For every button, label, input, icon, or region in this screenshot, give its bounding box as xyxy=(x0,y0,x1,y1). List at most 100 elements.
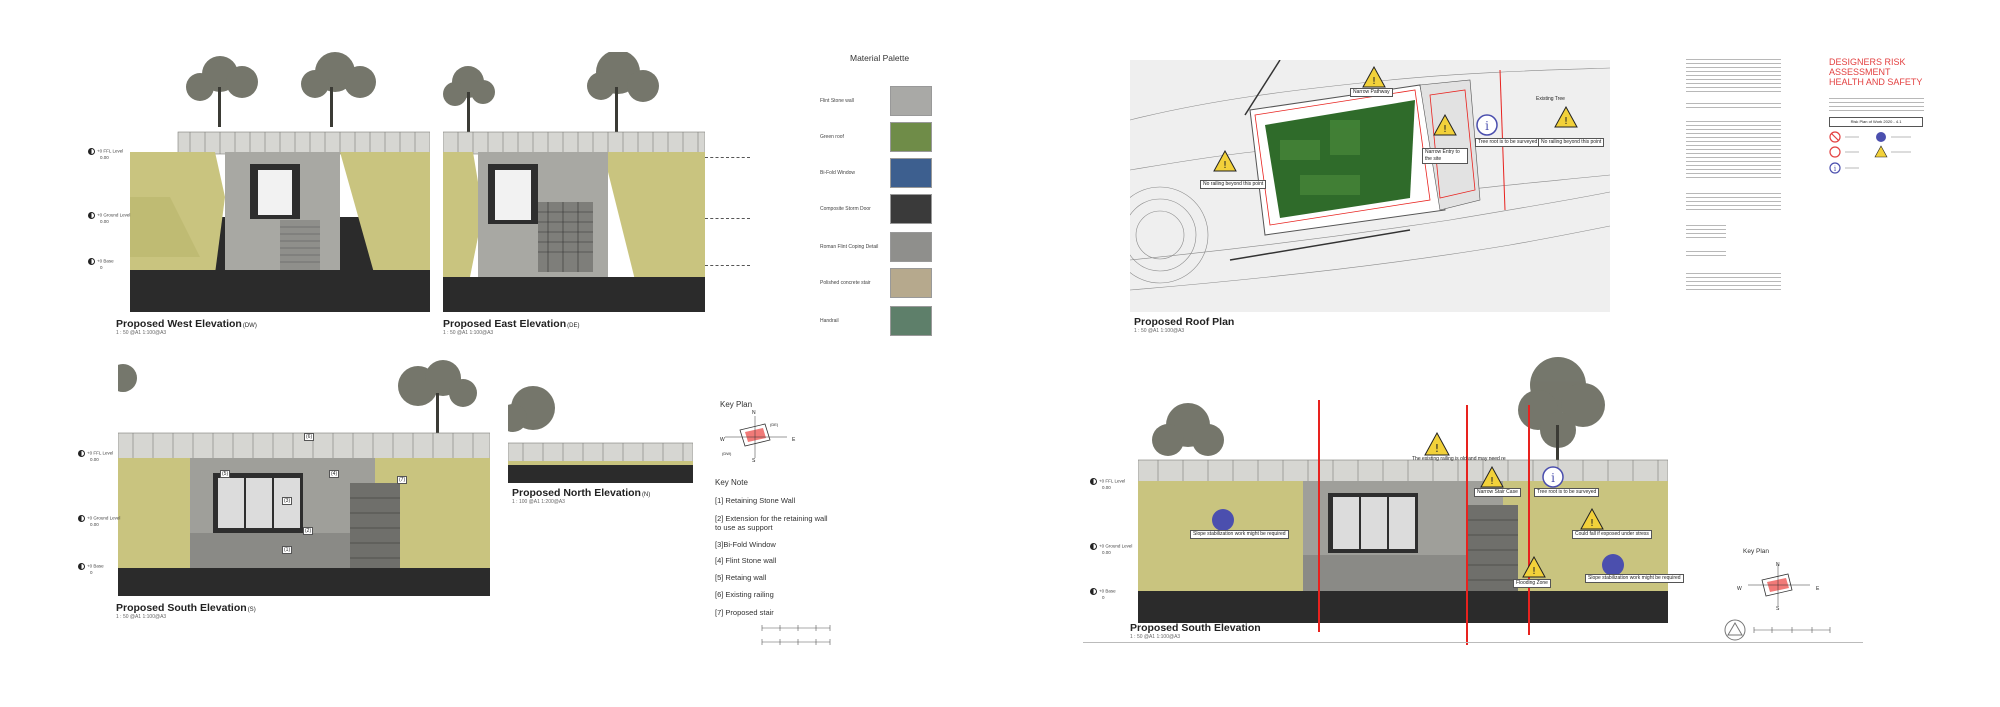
south-elevation-drawing xyxy=(118,358,490,596)
roof-label-existing-tree: Existing Tree xyxy=(1536,96,1565,102)
hs-legend-icons: i xyxy=(1829,131,1911,174)
key-note-item: [2] Extension for the retaining wall to … xyxy=(715,514,828,532)
material-palette-item: Flint Stone wall xyxy=(820,86,940,120)
east-level-lines-3 xyxy=(705,265,750,266)
elev-label-slope-2: Slope stabilization work might be requir… xyxy=(1585,574,1684,583)
level-label: +0 Base xyxy=(1099,588,1116,594)
north-elevation-scale: 1 : 100 @A1 1:200@A3 xyxy=(512,499,565,505)
level-value: 0.00 xyxy=(90,522,99,527)
key-note-item: [4] Flint Stone wall xyxy=(715,556,777,565)
level-value: 0.00 xyxy=(1102,485,1111,490)
level-label: +0 FFL Level xyxy=(87,450,114,456)
roof-warning-icon-3: ! xyxy=(1433,114,1457,136)
elev-label-stair: Narrow Stair Case xyxy=(1474,488,1521,497)
callout-3: (3) xyxy=(282,497,293,505)
material-palette-label: Flint Stone wall xyxy=(820,98,854,104)
material-palette-label: Bi-Fold Window xyxy=(820,170,856,176)
level-value: 0 xyxy=(1102,595,1105,600)
elev-label-tree-root: Tree root is to be surveyed xyxy=(1534,488,1600,497)
callout-2: (2) xyxy=(303,527,314,535)
svg-text:!: ! xyxy=(1490,476,1494,487)
left-key-plan-s: S xyxy=(752,458,756,464)
svg-text:!: ! xyxy=(1443,124,1447,135)
level-value: 0 xyxy=(90,570,93,575)
callout-1: (1) xyxy=(282,546,293,554)
right-south-elevation-drawing xyxy=(1138,345,1668,623)
level-target-icon xyxy=(78,515,85,522)
elev-label-railing: The existing railing is old and may need… xyxy=(1412,456,1506,462)
left-scale-bars xyxy=(761,625,831,645)
level-target-icon xyxy=(1090,588,1097,595)
material-palette-label: Composite Storm Door xyxy=(820,206,871,212)
material-palette-swatch xyxy=(890,158,932,188)
hs-title: DESIGNERS RISK ASSESSMENT HEALTH AND SAF… xyxy=(1829,57,1923,87)
material-palette-swatch xyxy=(890,86,932,116)
level-value: 0 xyxy=(100,265,103,270)
south-elevation-caption: Proposed South Elevation(S) 1 : 50 @A1 1… xyxy=(116,602,256,620)
roof-warning-icon-1: ! xyxy=(1362,66,1386,88)
material-palette-item: Green roof xyxy=(820,122,940,156)
key-note-item: [7] Proposed stair xyxy=(715,608,774,617)
right-key-plan-w: W xyxy=(1737,586,1742,592)
key-note-item: [1] Retaining Stone Wall xyxy=(715,496,796,505)
level-label: +0 Base xyxy=(97,258,114,264)
right-south-elevation-title: Proposed South Elevation xyxy=(1130,622,1261,634)
callout-6: (6) xyxy=(304,433,315,441)
level-label: +0 Ground Level xyxy=(87,515,121,521)
west-elevation-scale: 1 : 50 @A1 1:100@A3 xyxy=(116,330,167,336)
west-elevation-caption: Proposed West Elevation(DW) 1 : 50 @A1 1… xyxy=(116,318,257,336)
right-key-plan-n: N xyxy=(1776,562,1780,568)
right-south-elevation-scale: 1 : 50 @A1 1:100@A3 xyxy=(1130,634,1181,640)
level-target-icon xyxy=(1090,543,1097,550)
hs-legend-header: Risk Plan of Work 2020 - 4.1 xyxy=(1829,117,1923,127)
right-key-plan-s: S xyxy=(1776,606,1780,612)
logo-stamp-icon xyxy=(1724,619,1746,641)
west-elevation-title: Proposed West Elevation(DW) xyxy=(116,318,257,330)
elev-label-slope-1: Slope stabilization work might be requir… xyxy=(1190,530,1289,539)
left-key-plan-dw: (DW) xyxy=(722,451,732,456)
svg-text:!: ! xyxy=(1532,566,1536,577)
left-key-plan-diagram xyxy=(725,416,787,458)
east-elevation-drawing xyxy=(443,52,705,312)
north-elevation-title: Proposed North Elevation(N) xyxy=(512,487,651,499)
svg-text:!: ! xyxy=(1372,76,1376,87)
right-key-plan-diagram xyxy=(1748,564,1810,606)
left-key-plan-e: E xyxy=(792,437,796,443)
callout-4: (4) xyxy=(329,470,340,478)
right-sheet-baseline xyxy=(1083,642,1863,643)
north-elevation-drawing xyxy=(508,383,693,483)
south-elevation-scale: 1 : 50 @A1 1:100@A3 xyxy=(116,614,167,620)
east-elevation-scale: 1 : 50 @A1 1:100@A3 xyxy=(443,330,494,336)
level-target-icon xyxy=(88,212,95,219)
right-key-plan-title: Key Plan xyxy=(1743,548,1770,555)
elev-info-icon: i xyxy=(1542,466,1564,488)
key-note-item: [3]Bi-Fold Window xyxy=(715,540,776,549)
left-key-plan-de: (DE) xyxy=(770,422,779,427)
east-elevation-title: Proposed East Elevation(DE) xyxy=(443,318,580,330)
right-key-plan-e: E xyxy=(1816,586,1820,592)
svg-text:i: i xyxy=(1551,471,1555,485)
left-key-plan-n: N xyxy=(752,410,756,416)
level-label: +0 FFL Level xyxy=(97,148,124,154)
svg-text:i: i xyxy=(1485,119,1489,133)
level-target-icon xyxy=(88,258,95,265)
callout-5: (5) xyxy=(220,470,231,478)
material-palette-label: Roman Flint Coping Detail xyxy=(820,244,879,250)
level-target-icon xyxy=(78,563,85,570)
roof-plan-scale: 1 : 50 @A1 1:100@A3 xyxy=(1134,328,1185,334)
north-elevation-caption: Proposed North Elevation(N) 1 : 100 @A1 … xyxy=(512,487,650,505)
material-palette-item: Polished concrete stair xyxy=(820,268,940,302)
roof-warning-icon-2: ! xyxy=(1554,106,1578,128)
left-key-plan-w: W xyxy=(720,437,725,443)
level-label: +0 Base xyxy=(87,563,104,569)
material-palette-swatch xyxy=(890,122,932,152)
roof-label-tree-root: Tree root is to be surveyed xyxy=(1475,138,1541,147)
level-value: 0.00 xyxy=(100,155,109,160)
material-palette-item: Roman Flint Coping Detail xyxy=(820,232,940,266)
